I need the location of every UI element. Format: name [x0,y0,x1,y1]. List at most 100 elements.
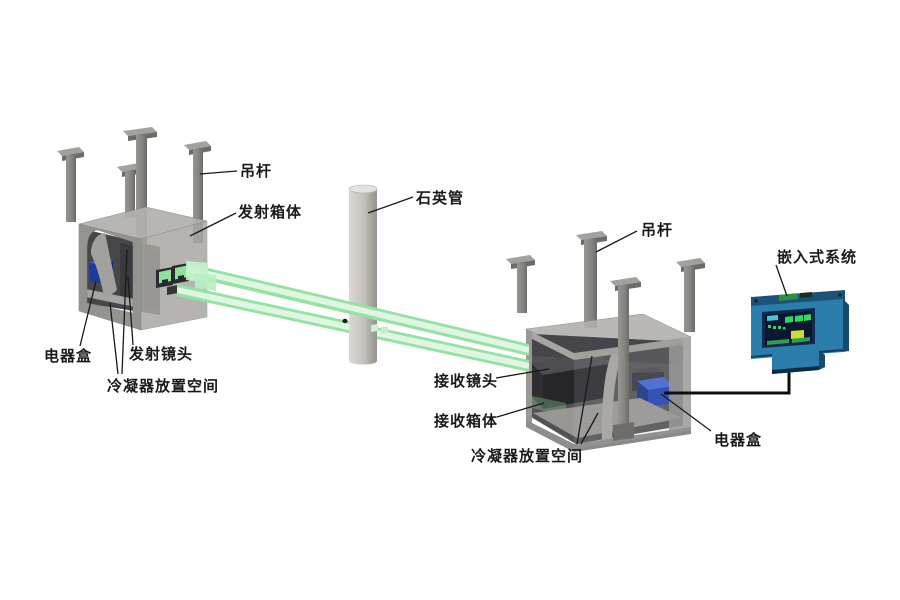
digit-group-2 [795,315,803,322]
hanger-rod-right-2 [576,231,607,328]
electrical-box-top [637,377,674,390]
arch-support-right [601,352,622,441]
indicator-led [768,325,771,328]
receiver-front-veil [574,337,691,449]
tube-body [349,189,377,365]
screw-icon [838,293,842,297]
beam-edge [187,263,529,347]
rod-cap-top [610,277,641,286]
beam-dash-1 [371,324,378,332]
rod-stem [136,135,147,253]
leader-line-hanger-left [199,170,238,175]
display-status-lamp [767,315,778,321]
leader-line-electrical-box-right [660,393,712,432]
beam-spot-marker [342,318,348,324]
leader-line-condenser-right-a [576,355,593,445]
leader-line-receiver-box [496,402,545,418]
arch-support-left [91,233,117,297]
label-transmitter-box: 发射箱体 [237,203,302,221]
hanger-rod-right-3 [676,258,705,332]
receiver-inner-right-wall [669,342,683,434]
leader-line-condenser-left-b [121,248,128,375]
digit-group-1 [785,316,793,323]
receiver-right-pillar [683,337,691,434]
hanger-rod-left-3 [123,127,157,253]
label-quartz-tube: 石英管 [415,189,464,207]
body-bottom-edge [818,349,844,353]
label-transmitter-lens: 发射镜头 [128,345,193,363]
rod-stem [125,171,135,218]
rod-cap-top [676,258,705,267]
device-body-side [843,299,849,352]
button-strip-1 [767,339,789,345]
lens-notch-b [178,275,184,281]
hanger-rod-right-4 [610,277,641,441]
label-hanger-left: 吊杆 [240,162,272,180]
receiver-bottom-sill-left [526,420,574,452]
rod-cap-top [123,127,157,136]
hanger-rod-left-1 [57,147,84,222]
label-hanger-right: 吊杆 [641,221,673,239]
lens-notch-a [162,279,168,285]
rod-cap-top [184,141,211,150]
receiver-lens-left [531,363,543,409]
digit-group-3 [804,314,811,321]
signal-wire [664,370,791,395]
receiver-top-beam-left [526,329,574,360]
connector-port [800,292,812,298]
leader-line-embedded-system [775,264,788,297]
quartz-tube [348,184,378,365]
receiver-top-beam-front [574,337,691,360]
rod-cap-top [506,255,535,264]
rod-stem [517,263,527,313]
beam-core [187,266,529,353]
electrical-box-right [637,377,674,407]
leader-line-condenser-left-a [109,302,119,375]
receiver-left-pillar [526,329,532,424]
leader-line-transmitter-box [189,212,237,237]
leader-line-condenser-right-b [580,412,599,445]
transmitter-assembly [57,127,211,331]
rod-stem [193,149,203,243]
rod-cap-top [57,147,84,156]
screw-icon [754,299,758,303]
transmitter-lens-plate [156,263,189,295]
rod-stem [66,155,76,222]
indicator-led [778,326,781,329]
rod-cap-top [576,231,607,240]
condenser-shelf-left [81,288,135,307]
readout-yellow [791,330,804,339]
tube-top [348,184,378,194]
body-bottom-edge [750,354,773,358]
label-condenser-space-right: 冷凝器放置空间 [471,447,583,465]
leader-line-hanger-right [595,230,638,253]
indicator-led [783,327,786,330]
bottom-tab-side [819,350,825,370]
receiver-bottom-sill-front [574,427,691,452]
label-receiver-box: 接收箱体 [434,412,498,430]
leader-line-electrical-box-left [79,280,97,347]
rod-stem [684,266,695,332]
leader-line-receiver-lens [495,368,550,379]
annotations: 吊杆 发射箱体 石英管 电器盒 发射镜头 冷凝器放置空间 吊杆 嵌入式系统 接收… [44,162,856,465]
electrical-box-front [648,386,674,407]
laser-beam-upper [187,263,529,356]
leader-line-transmitter-lens [127,276,134,346]
label-condenser-space-left: 冷凝器放置空间 [107,377,219,395]
hanger-rod-left-4 [184,141,211,243]
rod-stem [584,239,597,328]
rod-foot [613,422,634,441]
terminal-block [779,293,798,301]
beam-exit-glow-2 [195,273,216,291]
beam-dash-2 [381,326,388,334]
label-electrical-box-left: 电器盒 [44,347,92,365]
rod-stem [618,285,629,432]
label-receiver-lens: 接收镜头 [434,372,498,390]
leader-line-quartz-tube [367,196,414,214]
button-strip-2 [792,337,810,343]
beam-edge [187,272,529,356]
embedded-system-device [750,290,849,374]
receiver-assembly [506,231,705,452]
